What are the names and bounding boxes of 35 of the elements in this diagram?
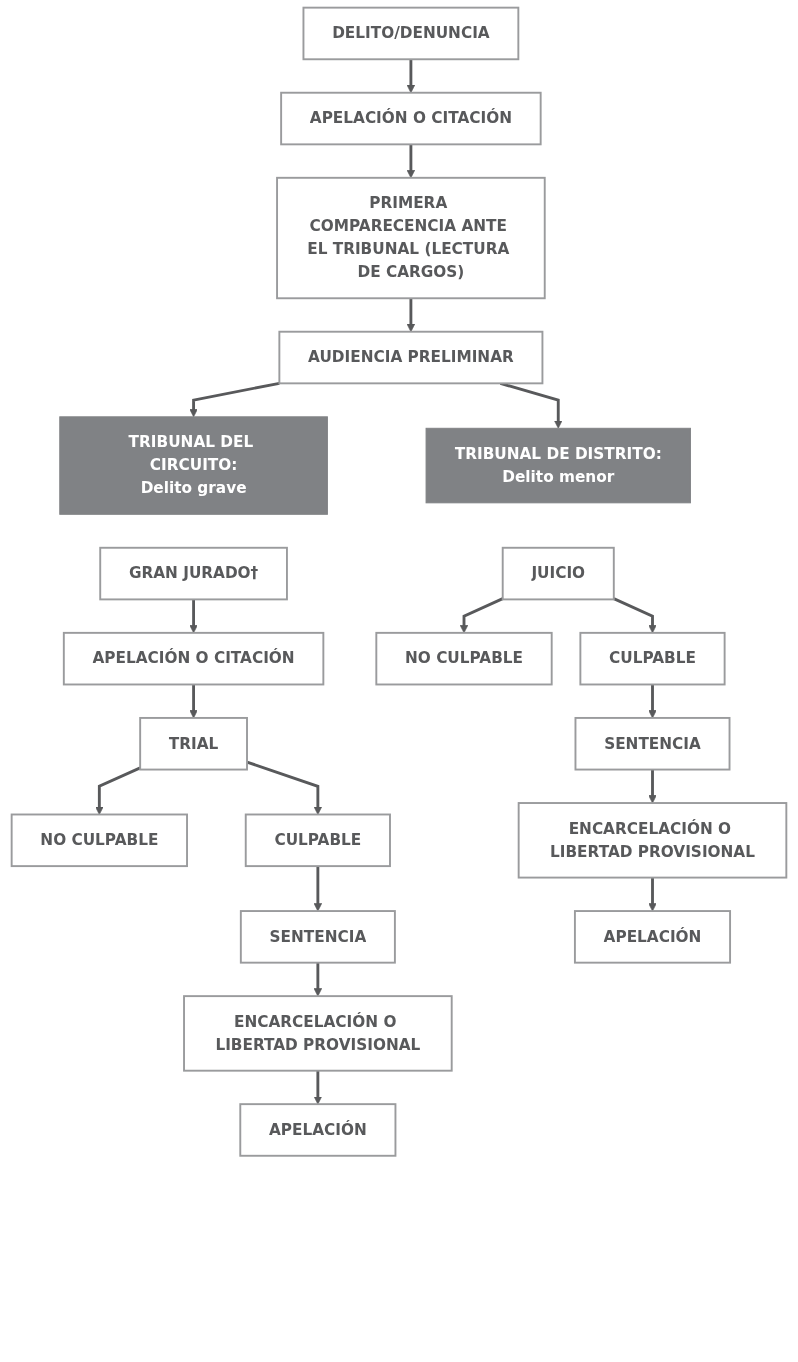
arrow [406, 298, 416, 333]
node-box: AUDIENCIA PRELIMINAR [278, 330, 544, 385]
node-box: ENCARCELACIÓN O LIBERTAD PROVISIONAL [183, 995, 453, 1072]
node-box: CULPABLE [579, 631, 726, 686]
node-box: SENTENCIA [574, 717, 731, 771]
arrow [406, 144, 416, 179]
arrow [459, 597, 504, 634]
arrow [189, 381, 280, 418]
node-box: TRIAL [139, 717, 248, 771]
arrow [95, 766, 141, 815]
arrow [189, 684, 198, 719]
node-box: CULPABLE [244, 813, 391, 868]
node-box: DELITO/DENUNCIA [302, 6, 520, 61]
node-box: PRIMERA COMPARECENCIA ANTE EL TRIBUNAL (LECTURA DE CARGOS) [276, 176, 546, 300]
node-box: APELACIÓN [239, 1103, 397, 1157]
node-box: TRIBUNAL DEL CIRCUITO: Delito grave [59, 416, 328, 515]
node-box: GRAN JURADO† [99, 546, 288, 601]
arrow [648, 769, 657, 804]
arrow [613, 597, 657, 634]
node-box: APELACIÓN [573, 910, 732, 964]
arrow [648, 877, 657, 912]
node-box: APELACIÓN O CITACIÓN [280, 91, 542, 146]
arrow [313, 866, 323, 912]
node-box: NO CULPABLE [375, 631, 553, 686]
arrow [313, 962, 323, 997]
arrow [313, 1070, 323, 1105]
node-box: ENCARCELACIÓN O LIBERTAD PROVISIONAL [517, 802, 788, 879]
node-box: TRIBUNAL DE DISTRITO: Delito menor [425, 427, 691, 504]
node-box: NO CULPABLE [10, 813, 188, 868]
node-box: SENTENCIA [239, 910, 396, 964]
node-box: JUICIO [501, 546, 615, 601]
arrow [406, 59, 416, 94]
arrow [189, 599, 198, 634]
node-box: APELACIÓN O CITACIÓN [62, 631, 325, 686]
arrow [648, 684, 657, 719]
